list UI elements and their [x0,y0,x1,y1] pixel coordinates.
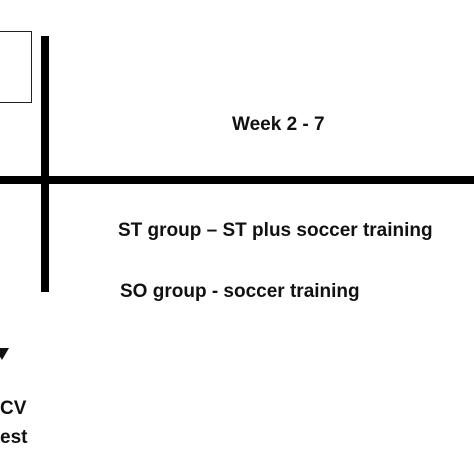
timeline-axis [0,176,474,184]
phase-label: Week 2 - 7 [232,114,325,135]
so-group-label: SO group - soccer training [120,281,360,302]
cropped-label-line2: est [0,427,28,448]
down-arrow-icon [0,348,9,360]
phase-divider-line [41,36,49,292]
pre-phase-box [0,31,32,103]
cropped-label-line1: CV [0,398,27,419]
st-group-label: ST group – ST plus soccer training [118,220,433,241]
